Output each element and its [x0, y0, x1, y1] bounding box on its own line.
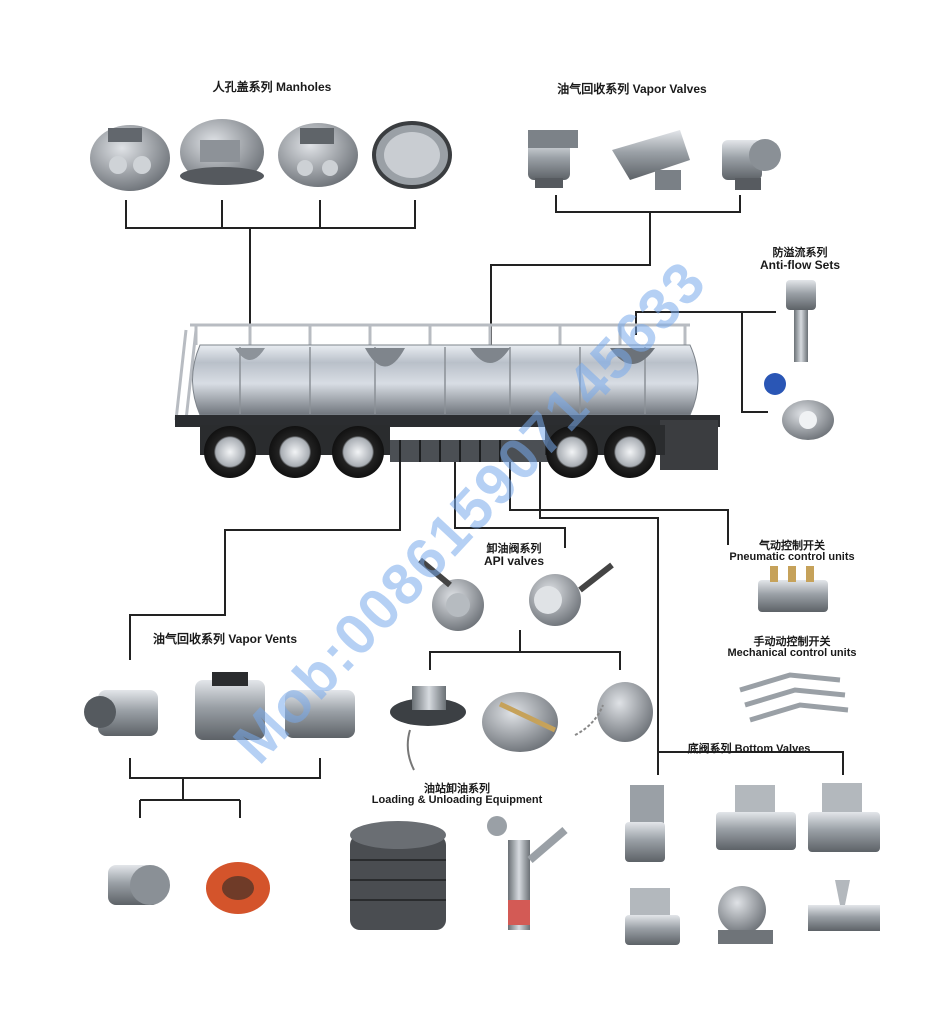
mechanical-control-parts — [739, 672, 849, 723]
vapor-vents-label: 油气回收系列 Vapor Vents — [152, 632, 298, 646]
manholes-label: 人孔盖系列 Manholes — [212, 80, 332, 94]
mechanical-label-en: Mechanical control units — [727, 647, 857, 659]
pneumatic-control-parts — [758, 566, 828, 612]
loading-label-en: Loading & Unloading Equipment — [371, 794, 543, 806]
manhole-parts — [90, 119, 452, 191]
anti-flow-parts — [764, 280, 834, 440]
pneumatic-label-en: Pneumatic control units — [729, 551, 855, 563]
anti-flow-label-cn: 防溢流系列 — [772, 247, 828, 259]
vapor-valves-label: 油气回收系列 Vapor Valves — [557, 82, 707, 96]
api-valve-parts — [418, 557, 614, 631]
api-valves-label-en: API valves — [483, 554, 545, 568]
mechanical-label-cn: 手动动控制开关 — [753, 636, 831, 648]
bottom-valves-label: 底阀系列 Bottom Valves — [687, 743, 811, 755]
vapor-valve-parts — [528, 130, 781, 190]
loading-equipment-large — [350, 816, 568, 930]
tanker-trailer — [174, 323, 720, 478]
loading-label-cn: 油站卸油系列 — [424, 783, 490, 795]
pneumatic-label-cn: 气动控制开关 — [759, 540, 825, 552]
api-valves-label-cn: 卸油阀系列 — [486, 543, 542, 555]
coupling-parts — [108, 862, 270, 914]
anti-flow-label-en: Anti-flow Sets — [760, 258, 840, 272]
connector-lines — [125, 195, 844, 818]
bottom-valve-parts — [625, 783, 880, 945]
loading-equipment-parts — [390, 682, 653, 771]
vapor-vent-parts — [84, 672, 355, 740]
